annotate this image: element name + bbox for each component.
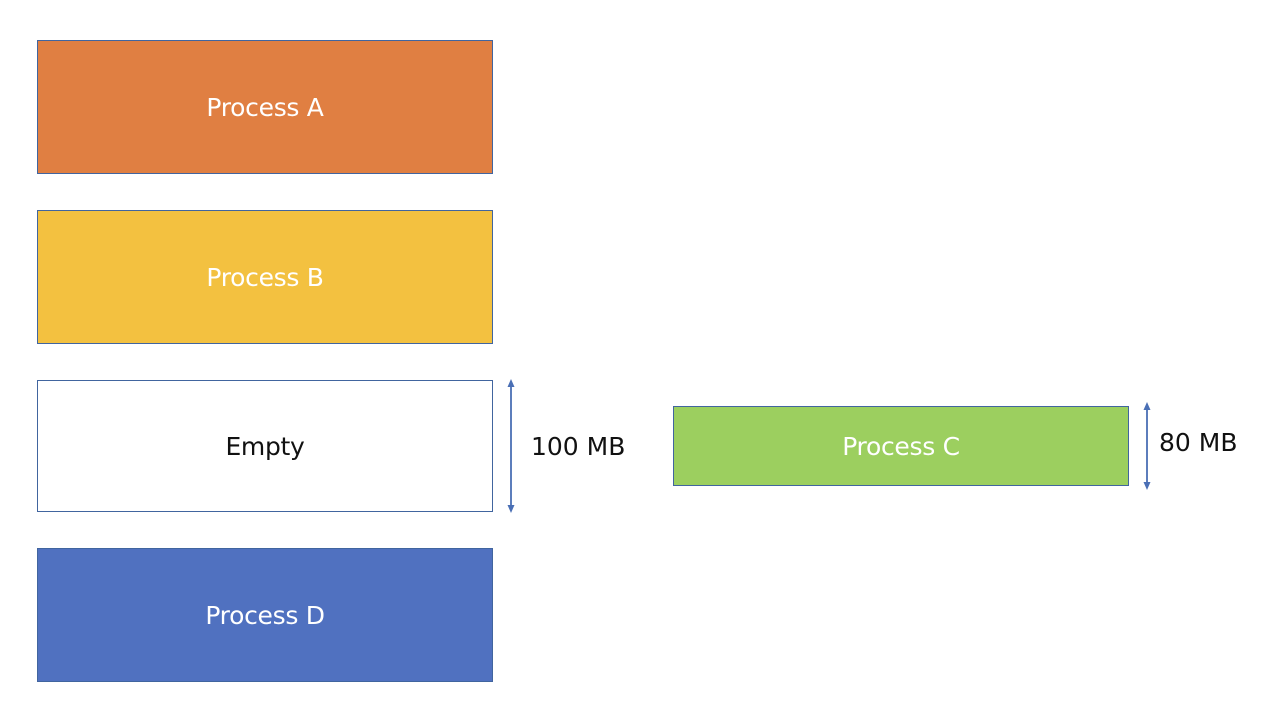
process-b-label: Process B bbox=[206, 262, 324, 292]
empty-size-arrow bbox=[507, 379, 515, 513]
process-d-block: Process D bbox=[37, 548, 493, 682]
empty-block: Empty bbox=[37, 380, 493, 512]
process-b-block: Process B bbox=[37, 210, 493, 344]
empty-label: Empty bbox=[225, 431, 305, 461]
process-a-block: Process A bbox=[37, 40, 493, 174]
process-c-block: Process C bbox=[673, 406, 1129, 486]
process-c-size-arrow bbox=[1143, 402, 1151, 490]
process-c-size-label: 80 MB bbox=[1159, 428, 1238, 457]
empty-size-label: 100 MB bbox=[531, 432, 626, 461]
process-c-label: Process C bbox=[842, 431, 960, 461]
process-a-label: Process A bbox=[206, 92, 324, 122]
process-d-label: Process D bbox=[205, 600, 325, 630]
